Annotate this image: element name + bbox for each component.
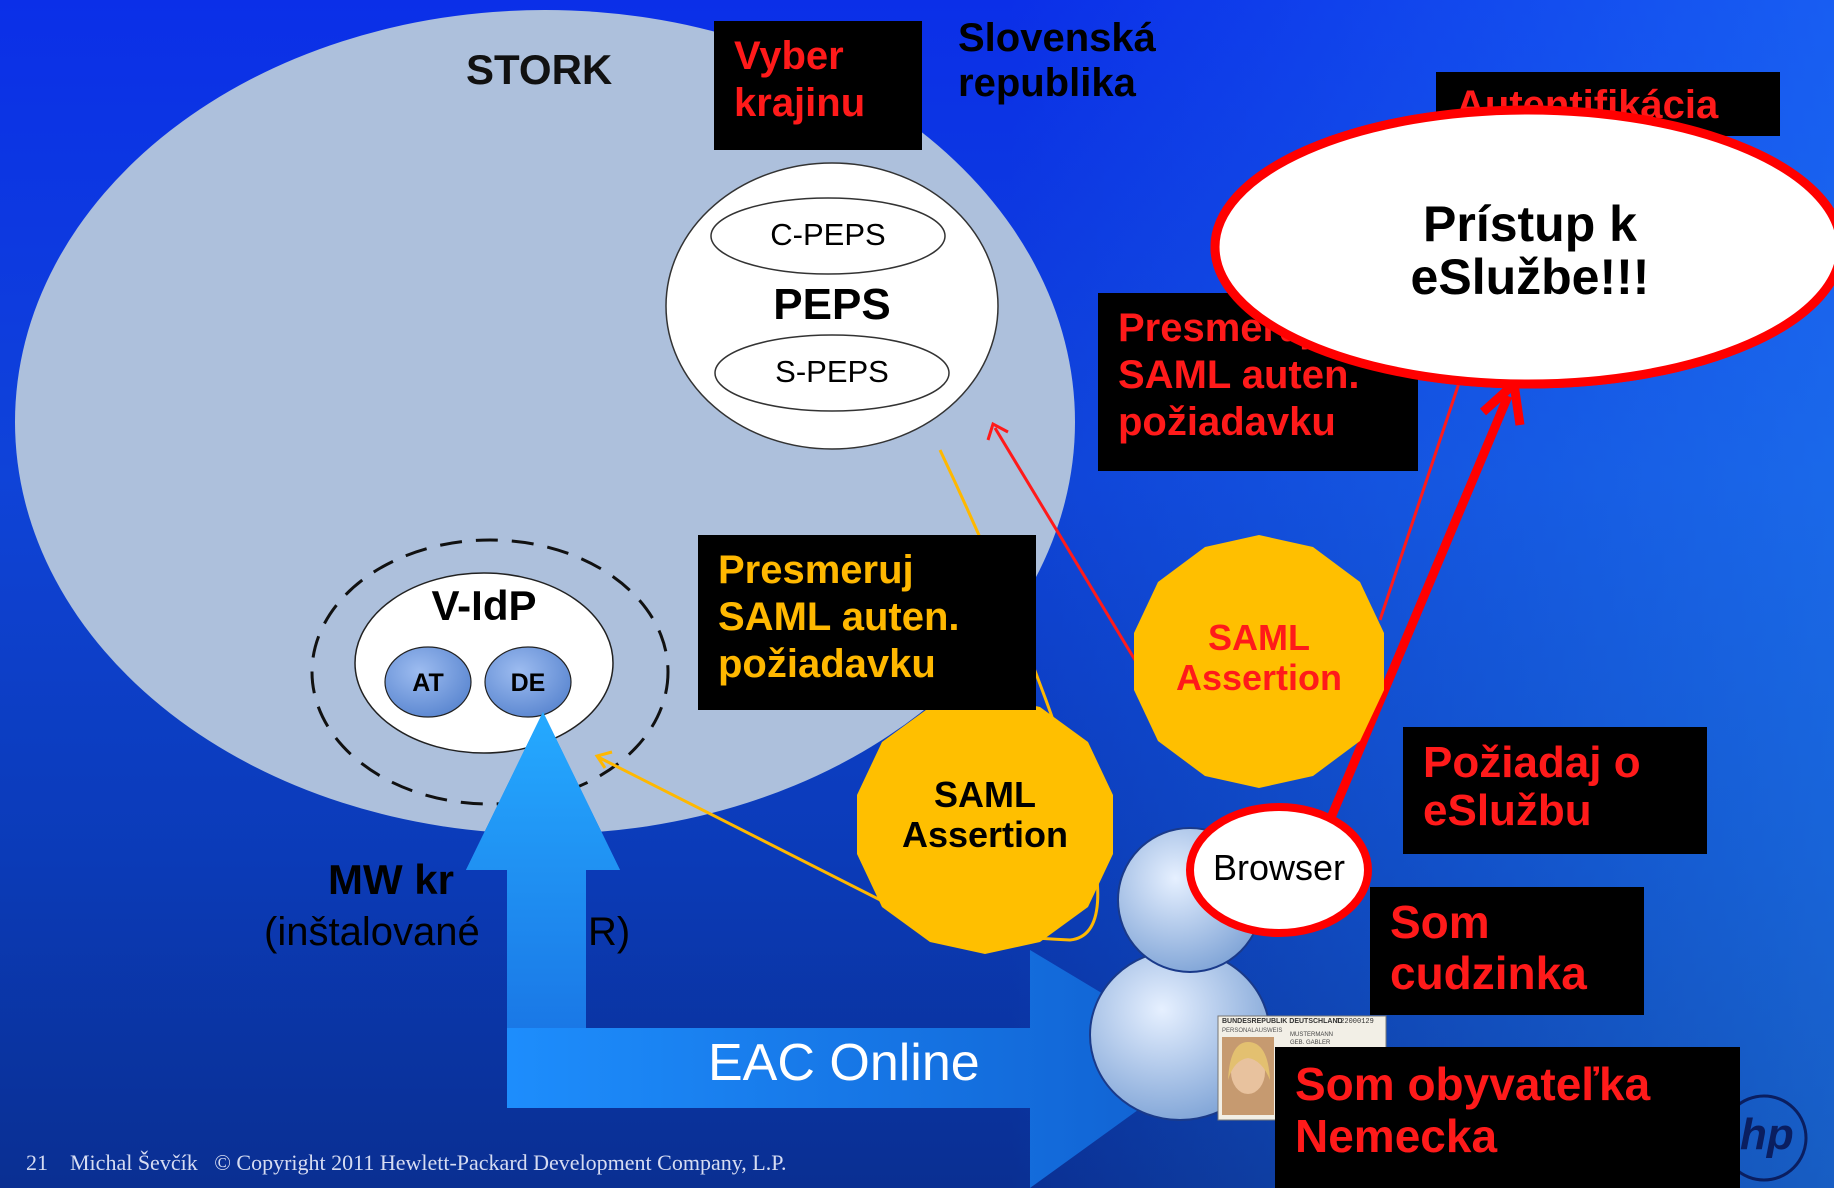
request-service-box: Požiadaj o eSlužbu (1403, 727, 1707, 854)
resident-line1: Som obyvateľka (1295, 1058, 1651, 1110)
browser-label: Browser (1212, 847, 1346, 888)
resident-box: Som obyvateľka Nemecka (1275, 1047, 1740, 1188)
saml-red-line1: SAML (1208, 617, 1310, 658)
country-line2: republika (958, 60, 1136, 105)
eac-online-arrow (466, 712, 1210, 1188)
footer: 21 Michal Ševčík © Copyright 2011 Hewlet… (26, 1150, 787, 1176)
mw-line1: MW kr (328, 856, 454, 903)
vidp-title: V-IdP (431, 582, 537, 629)
select-country-line2: krajinu (734, 80, 866, 125)
country-line1: Slovenská (958, 16, 1156, 60)
request-service-line1: Požiadaj o (1423, 738, 1641, 787)
yellow-arrow-to-vidp (597, 755, 901, 912)
saml-assertion-red: SAML Assertion (1159, 617, 1359, 699)
saml-assertion-black: SAML Assertion (880, 774, 1090, 856)
access-line1: Prístup k (1423, 196, 1637, 252)
id-card-number: T22000129 (1336, 1018, 1374, 1026)
request-service-line2: eSlužbu (1423, 786, 1592, 836)
id-card-hair (1228, 1042, 1270, 1080)
redirect-red-line3: požiadavku (1118, 399, 1336, 444)
id-card-header: BUNDESREPUBLIK DEUTSCHLAND (1222, 1018, 1343, 1025)
foreigner-box: Som cudzinka (1370, 887, 1644, 1015)
id-card-name: MUSTERMANN (1290, 1032, 1333, 1038)
access-text: Prístup k eSlužbe!!! (1350, 198, 1710, 303)
resident-line2: Nemecka (1295, 1109, 1498, 1162)
stork-label: STORK (466, 46, 613, 93)
foreigner-line1: Som (1390, 896, 1490, 948)
arrow-red-to-peps (993, 427, 1137, 661)
browser-oval (1186, 803, 1372, 937)
s-peps-oval (714, 334, 950, 412)
redirect-red-box: Presmeruj SAML auten. požiadavku (1098, 293, 1418, 471)
footer-copyright: © Copyright 2011 Hewlett-Packard Develop… (214, 1150, 787, 1175)
at-pill (384, 646, 472, 718)
c-peps-label: C-PEPS (770, 217, 886, 252)
authentication-box: Autentifikácia (1436, 72, 1780, 136)
foreigner-line2: cudzinka (1390, 946, 1587, 999)
country-label: Slovenská republika (958, 16, 1156, 106)
mw-line2: (inštalované (264, 910, 480, 954)
id-card-birth-name: GEB. GABLER (1290, 1040, 1331, 1046)
select-country-box: Vyber krajinu (714, 21, 922, 150)
slide-number: 21 (26, 1150, 48, 1175)
redirect-red-line2: SAML auten. (1118, 352, 1360, 397)
peps-title: PEPS (773, 280, 891, 329)
vidp-dashed-boundary (310, 538, 670, 806)
line-saml-to-access (1378, 379, 1462, 621)
footer-author: Michal Ševčík (70, 1150, 198, 1175)
access-line2: eSlužbe!!! (1410, 248, 1650, 305)
c-peps-oval (710, 197, 946, 275)
arrow-browser-to-access (1325, 394, 1513, 822)
redirect-yellow-line1: Presmeruj (718, 548, 914, 592)
arrow-red-to-peps-head (986, 421, 1009, 441)
hp-logo-text: hp (1740, 1110, 1794, 1159)
saml-black-line1: SAML (934, 774, 1036, 815)
saml-badge-black (857, 695, 1113, 954)
redirect-yellow-line3: požiadavku (718, 641, 936, 686)
s-peps-label: S-PEPS (775, 354, 889, 389)
de-label: DE (510, 669, 546, 697)
redirect-yellow-box: Presmeruj SAML auten. požiadavku (698, 535, 1036, 710)
at-label: AT (412, 669, 444, 697)
redirect-yellow-line2: SAML auten. (718, 594, 960, 639)
saml-black-line2: Assertion (901, 814, 1069, 856)
mw-line2-tail: R) (588, 910, 631, 954)
saml-badge-red (1134, 535, 1384, 788)
redirect-red-line1: Presmeruj (1118, 306, 1314, 350)
saml-red-line2: Assertion (1175, 657, 1343, 699)
id-card-sub: PERSONALAUSWEIS (1222, 1028, 1283, 1034)
select-country-line1: Vyber (734, 34, 844, 78)
eac-online-label: EAC Online (708, 1034, 980, 1092)
